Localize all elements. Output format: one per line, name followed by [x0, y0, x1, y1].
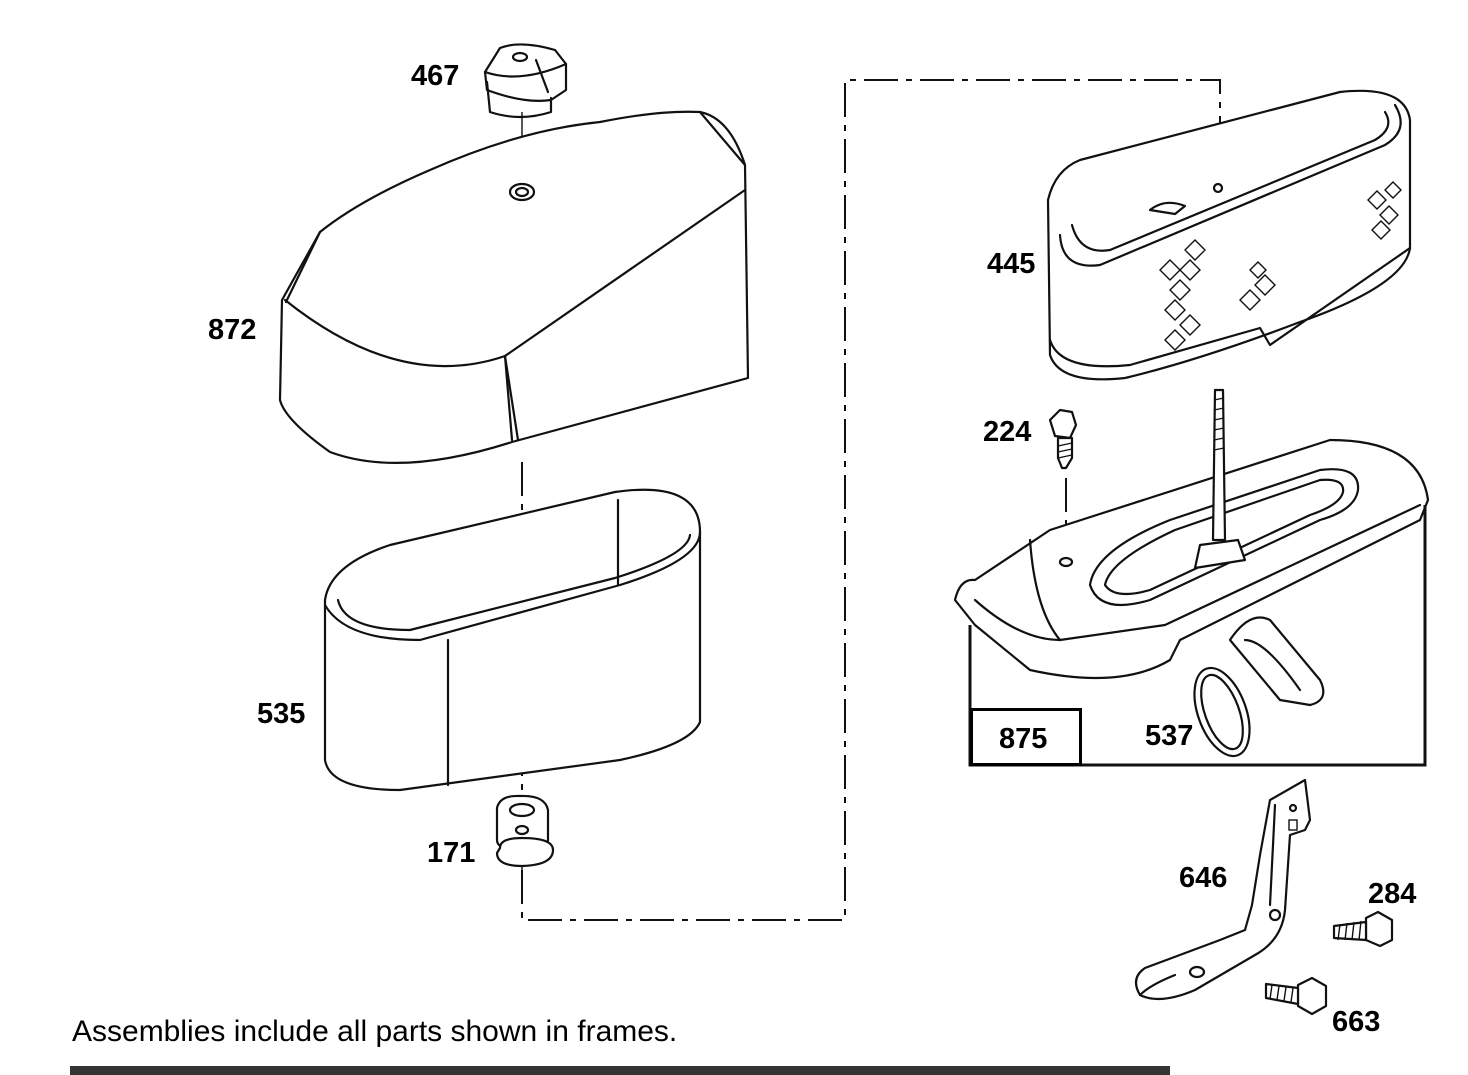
part-filter: [1046, 89, 1412, 381]
label-663: 663: [1332, 1006, 1381, 1038]
label-224: 224: [983, 416, 1032, 448]
part-cover: [278, 110, 750, 464]
label-467: 467: [411, 60, 460, 92]
assembly-label-box: [970, 708, 1082, 766]
assembly-note: Assemblies include all parts shown in fr…: [72, 1015, 678, 1048]
part-screw-224: [1048, 408, 1078, 470]
label-284: 284: [1368, 878, 1417, 910]
part-screw-284: [1332, 910, 1394, 948]
label-171: 171: [427, 837, 476, 869]
label-535: 535: [257, 698, 306, 730]
part-base: [953, 388, 1430, 707]
label-537: 537: [1145, 720, 1194, 752]
label-872: 872: [208, 314, 257, 346]
connector-line: [521, 79, 1221, 921]
part-oring-inner: [1200, 673, 1244, 751]
part-sleeve: [323, 488, 702, 792]
part-screw-663: [1264, 976, 1328, 1016]
label-445: 445: [987, 248, 1036, 280]
part-bracket: [1134, 778, 1312, 1001]
assembly-frame: [968, 505, 1427, 767]
part-oring: [1193, 666, 1251, 758]
label-646: 646: [1179, 862, 1228, 894]
label-875: 875: [999, 723, 1048, 755]
part-grommet: [495, 794, 555, 868]
cropped-title-fragment: [70, 1066, 1170, 1075]
part-knob: [483, 43, 568, 119]
